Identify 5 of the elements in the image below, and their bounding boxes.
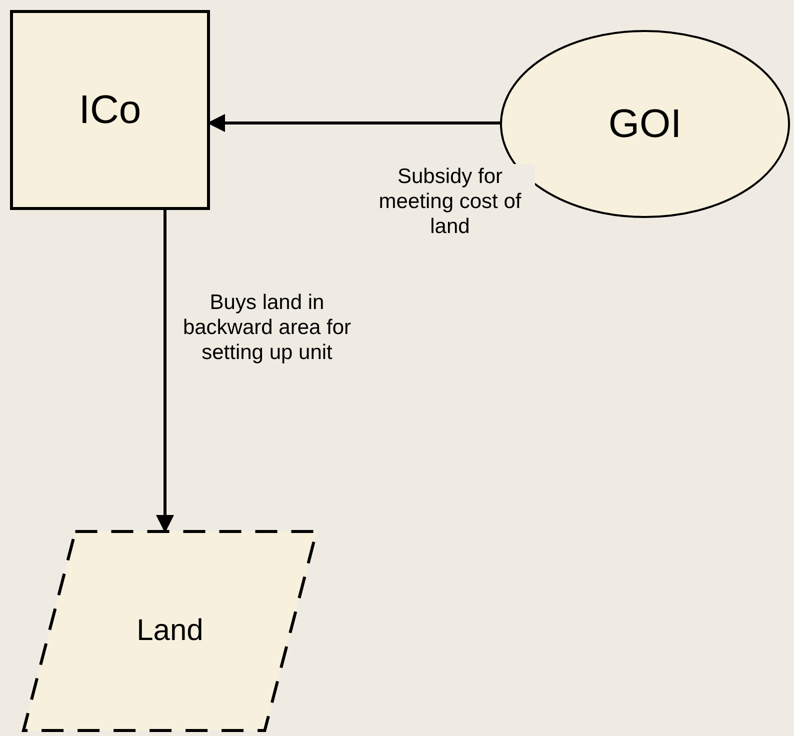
node-label: Land: [136, 614, 204, 648]
node-label: GOI: [608, 102, 682, 146]
node-label: ICo: [78, 88, 142, 132]
process-box: [10, 10, 210, 210]
arrow: [156, 210, 174, 533]
